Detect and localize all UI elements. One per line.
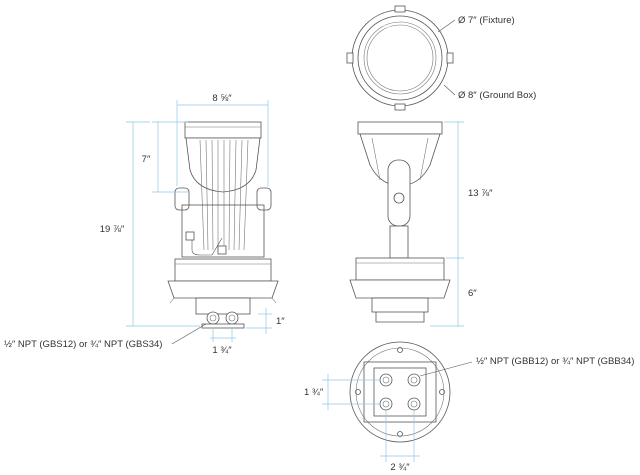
front-view <box>126 100 279 345</box>
side-pivot <box>393 192 405 204</box>
label-bottom-width: 2 ¾″ <box>390 462 410 473</box>
bottom-view <box>322 341 473 462</box>
label-bottom-height: 1 ¾″ <box>304 387 324 398</box>
side-bracket <box>375 312 425 323</box>
front-conduit <box>191 235 223 256</box>
top-fixture-leader <box>437 19 456 33</box>
side-post <box>389 225 409 259</box>
front-base-stub <box>201 323 245 329</box>
front-fins <box>199 139 249 251</box>
label-top-fixture: Ø 7″ (Fixture) <box>458 15 515 26</box>
side-flange <box>349 279 451 299</box>
bottom-dimensions <box>322 374 420 462</box>
label-front-base-stub: 1″ <box>276 316 285 327</box>
front-connector <box>185 231 195 241</box>
label-side-head-height: 13 ⅞″ <box>468 188 493 199</box>
side-dimensions <box>430 121 464 327</box>
label-bottom-npt: ½″ NPT (GBB12) or ¾″ NPT (GBB34) <box>476 356 634 367</box>
front-flange <box>167 280 279 299</box>
top-view <box>346 5 456 111</box>
label-side-base-height: 6″ <box>468 288 477 299</box>
label-front-npt: ½″ NPT (GBS12) or ¾″ NPT (GBS34) <box>4 339 162 350</box>
side-groundbox <box>355 257 445 281</box>
side-rim <box>357 121 443 135</box>
front-connector-2 <box>217 245 227 255</box>
top-tab-e <box>446 52 454 64</box>
label-top-groundbox: Ø 8″ (Ground Box) <box>458 90 536 101</box>
bottom-opening-4 <box>407 397 421 411</box>
front-groundbox <box>174 258 272 282</box>
front-opening-left <box>206 311 220 325</box>
top-groundbox-circle <box>351 9 449 107</box>
front-dimensions <box>126 100 272 342</box>
front-rim <box>184 121 262 139</box>
front-head <box>185 137 261 193</box>
top-groundbox-leader <box>443 84 456 96</box>
top-fixture-circle <box>357 15 443 101</box>
bottom-opening-2 <box>407 373 421 387</box>
front-body <box>181 204 265 258</box>
bottom-housing <box>363 361 437 423</box>
label-front-total-height: 19 ⅞″ <box>100 224 125 235</box>
front-npt-leader <box>171 323 207 345</box>
front-base <box>195 297 251 315</box>
front-opening-right <box>225 311 239 325</box>
bottom-opening-3 <box>379 397 393 411</box>
bottom-opening-1 <box>379 373 393 387</box>
top-tab-s <box>394 103 406 111</box>
top-tab-w <box>346 52 354 64</box>
label-front-head-height: 7″ <box>142 154 151 165</box>
side-view <box>349 121 464 327</box>
top-tab-n <box>394 5 406 13</box>
label-front-conduit-spacing: 1 ¾″ <box>212 345 232 356</box>
bottom-npt-leader <box>419 361 473 377</box>
label-front-width: 8 ⅝″ <box>212 93 232 104</box>
side-base <box>371 297 429 313</box>
